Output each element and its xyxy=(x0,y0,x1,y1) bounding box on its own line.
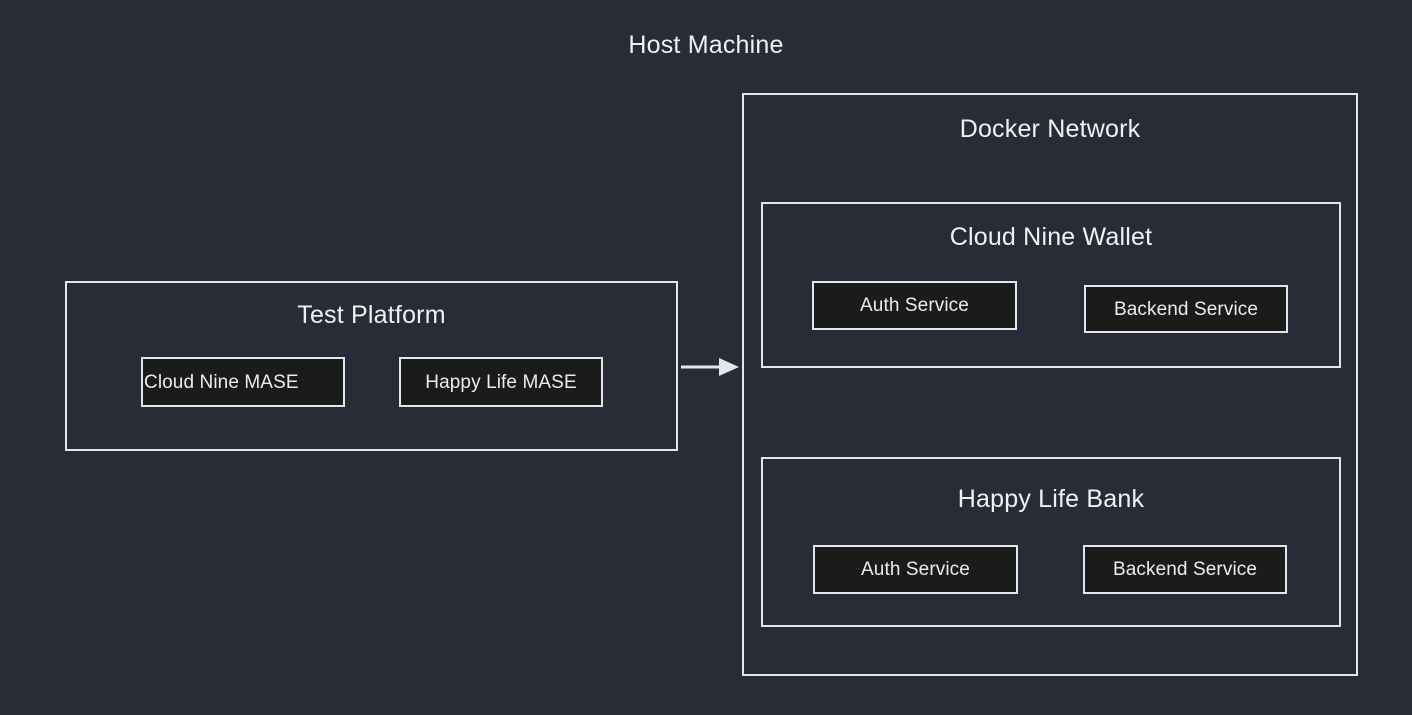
service-label: Cloud Nine MASE xyxy=(144,371,299,393)
group-title-happy-life-bank: Happy Life Bank xyxy=(957,485,1145,513)
service-cloud-nine-mase[interactable]: Cloud Nine MASE xyxy=(141,357,345,407)
group-cloud-nine-wallet xyxy=(761,202,1341,368)
group-docker-network xyxy=(742,93,1358,676)
service-label: Backend Service xyxy=(1112,559,1258,580)
service-label: Auth Service xyxy=(861,559,970,580)
group-title-docker-network: Docker Network xyxy=(959,115,1141,143)
group-title-cloud-nine-wallet: Cloud Nine Wallet xyxy=(949,223,1153,251)
service-happy-life-bank-backend-service[interactable]: Backend Service xyxy=(1083,545,1287,594)
service-cloud-nine-wallet-backend-service[interactable]: Backend Service xyxy=(1084,285,1288,333)
service-happy-life-mase[interactable]: Happy Life MASE xyxy=(399,357,603,407)
service-label: Backend Service xyxy=(1113,298,1259,320)
service-happy-life-bank-auth-service[interactable]: Auth Service xyxy=(813,545,1018,594)
service-label: Auth Service xyxy=(860,295,969,316)
service-label: Happy Life MASE xyxy=(425,371,577,393)
group-happy-life-bank xyxy=(761,457,1341,627)
service-cloud-nine-wallet-auth-service[interactable]: Auth Service xyxy=(812,281,1017,330)
group-title-test-platform: Test Platform xyxy=(297,301,446,329)
diagram-title: Host Machine xyxy=(628,31,784,59)
group-test-platform xyxy=(65,281,678,451)
arrow-test-platform-to-docker-network xyxy=(681,358,739,376)
